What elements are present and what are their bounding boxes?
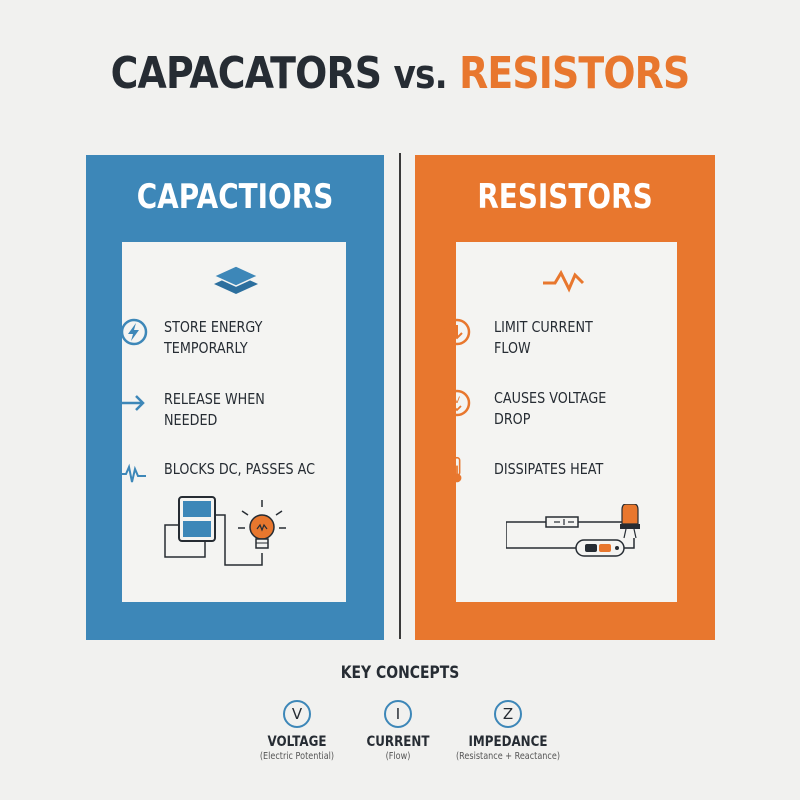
concept-current-name: CURRENT bbox=[366, 734, 430, 750]
resistors-panel: RESISTORS LIMIT CURRENT FLOW V CAUSES VO… bbox=[415, 155, 715, 640]
resistor-icon bbox=[545, 516, 579, 528]
title-vs: vs. bbox=[393, 52, 447, 98]
lightning-icon bbox=[120, 318, 148, 346]
v-down-circle-icon: V bbox=[443, 389, 471, 417]
lightbulb-icon bbox=[238, 500, 286, 549]
resistor-feature-limit-text: LIMIT CURRENT FLOW bbox=[494, 318, 593, 357]
current-symbol-icon: I bbox=[384, 700, 412, 728]
resistors-heading: RESISTORS bbox=[477, 177, 653, 217]
down-arrow-circle-icon bbox=[443, 318, 471, 346]
stacked-plates-icon bbox=[212, 265, 260, 294]
resistor-feature-heat-text: DISSIPATES HEAT bbox=[494, 460, 604, 478]
waveform-icon bbox=[119, 463, 146, 483]
resistor-feature-drop: V CAUSES VOLTAGE DROP bbox=[443, 388, 677, 438]
page-title: CAPACATORS vs. RESISTORS bbox=[56, 48, 744, 99]
thermometer-icon bbox=[452, 456, 462, 483]
title-resistors: RESISTORS bbox=[459, 48, 690, 99]
voltage-symbol-icon: V bbox=[283, 700, 311, 728]
capacitor-feature-blocks-text: BLOCKS DC, PASSES AC bbox=[164, 460, 316, 478]
title-capacitors: CAPACATORS bbox=[110, 48, 382, 99]
capacitor-feature-release-text: RELEASE WHEN NEEDED bbox=[164, 390, 265, 429]
center-divider bbox=[399, 153, 401, 639]
arrow-right-icon bbox=[122, 395, 145, 411]
capacitors-heading: CAPACTIORS bbox=[136, 177, 334, 217]
capacitor-circuit-illustration bbox=[164, 496, 286, 566]
capacitors-panel: CAPACTIORS STORE ENERGY TEMPORARLY RELEA… bbox=[86, 155, 384, 640]
key-concepts-title: KEY CONCEPTS bbox=[340, 663, 460, 683]
led-icon bbox=[620, 504, 640, 539]
concept-voltage-sub: (Electric Potential) bbox=[259, 751, 335, 762]
resistors-card: LIMIT CURRENT FLOW V CAUSES VOLTAGE DROP… bbox=[443, 242, 677, 602]
capacitors-card: STORE ENERGY TEMPORARLY RELEASE WHEN NEE… bbox=[119, 242, 346, 602]
resistor-feature-drop-text: CAUSES VOLTAGE DROP bbox=[494, 389, 607, 428]
concept-voltage: V VOLTAGE (Electric Potential) bbox=[217, 700, 377, 762]
capacitor-icon bbox=[178, 496, 216, 542]
concept-current-sub: (Flow) bbox=[385, 751, 411, 762]
capacitor-feature-blocks: BLOCKS DC, PASSES AC bbox=[119, 459, 346, 509]
concept-impedance-sub: (Resistance + Reactance) bbox=[456, 751, 560, 762]
impedance-symbol-icon: Z bbox=[494, 700, 522, 728]
resistor-feature-limit: LIMIT CURRENT FLOW bbox=[443, 317, 677, 367]
concept-voltage-name: VOLTAGE bbox=[267, 734, 327, 750]
zigzag-icon bbox=[543, 269, 585, 293]
capacitor-feature-release: RELEASE WHEN NEEDED bbox=[122, 389, 346, 439]
concept-impedance-name: IMPEDANCE bbox=[468, 734, 548, 750]
capacitor-feature-store-text: STORE ENERGY TEMPORARLY bbox=[164, 318, 263, 357]
svg-text:V: V bbox=[454, 396, 461, 406]
concept-impedance: Z IMPEDANCE (Resistance + Reactance) bbox=[428, 700, 588, 762]
resistor-circuit-illustration bbox=[506, 504, 640, 557]
concept-current: I CURRENT (Flow) bbox=[318, 700, 478, 762]
switch-icon bbox=[575, 539, 625, 557]
resistor-feature-heat: DISSIPATES HEAT bbox=[452, 456, 677, 509]
capacitor-feature-store: STORE ENERGY TEMPORARLY bbox=[120, 317, 346, 367]
